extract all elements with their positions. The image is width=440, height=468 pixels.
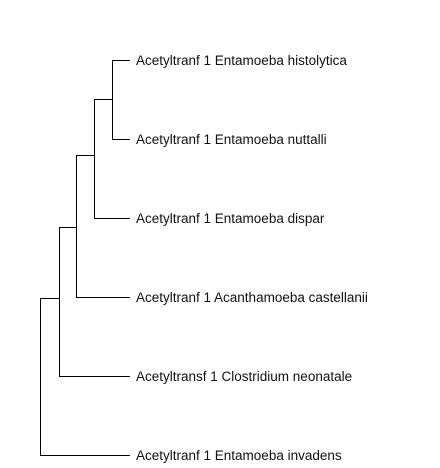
tree-branches — [40, 60, 130, 456]
leaf-label-acanthamoeba: Acetyltranf 1 Acanthamoeba castellanii — [136, 290, 368, 305]
leaf-label-nuttalli: Acetyltranf 1 Entamoeba nuttalli — [136, 132, 327, 147]
leaf-label-dispar: Acetyltranf 1 Entamoeba dispar — [136, 211, 325, 226]
leaf-labels: Acetyltranf 1 Entamoeba histolytica Acet… — [136, 53, 368, 463]
leaf-label-clostridium: Acetyltransf 1 Clostridium neonatale — [136, 369, 352, 384]
leaf-label-histolytica: Acetyltranf 1 Entamoeba histolytica — [136, 53, 347, 68]
leaf-label-invadens: Acetyltranf 1 Entamoeba invadens — [136, 448, 342, 463]
